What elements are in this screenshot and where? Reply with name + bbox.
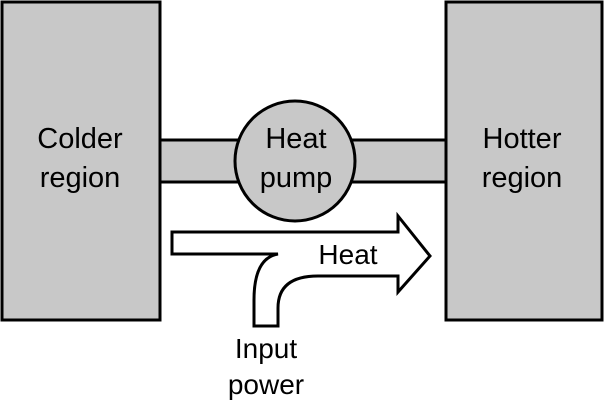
colder-region-box: [0, 0, 162, 322]
heat-pump-label-line2: pump: [260, 162, 333, 194]
colder-region-label-line2: region: [40, 162, 121, 194]
input-power-label-line2: power: [228, 369, 304, 400]
heat-arrow-label: Heat: [318, 239, 377, 270]
heat-pump-label-line1: Heat: [265, 123, 326, 155]
hotter-region-label-line2: region: [482, 162, 563, 194]
colder-region-label-line1: Colder: [37, 123, 123, 155]
heat-arrow: [170, 211, 432, 328]
input-power-label-line1: Input: [235, 333, 297, 364]
hotter-region-box: [444, 0, 604, 322]
hotter-region-label-line1: Hotter: [483, 123, 562, 155]
heat-pump-circle: [233, 99, 357, 223]
